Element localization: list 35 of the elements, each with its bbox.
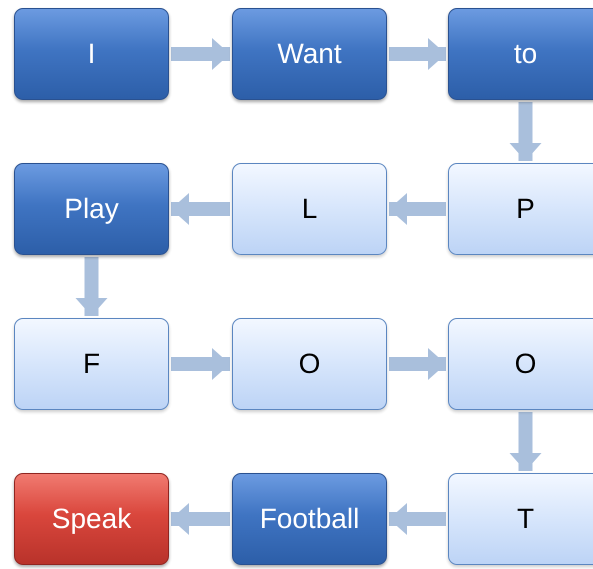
box-label: P: [516, 193, 535, 225]
box-label: Speak: [52, 503, 132, 535]
arrow: [510, 412, 542, 471]
arrow: [171, 348, 230, 380]
word-box: [448, 318, 593, 410]
word-box: [448, 473, 593, 565]
word-box: [232, 8, 387, 100]
arrow: [171, 503, 230, 535]
box-label: I: [88, 38, 96, 70]
word-box: [448, 163, 593, 255]
word-box: [14, 473, 169, 565]
word-box: [14, 318, 169, 410]
word-box: [232, 473, 387, 565]
word-box: [14, 163, 169, 255]
arrow: [510, 102, 542, 161]
arrow: [171, 38, 230, 70]
arrow: [389, 193, 446, 225]
box-label: L: [302, 193, 318, 225]
word-box: [232, 163, 387, 255]
box-label: O: [514, 348, 536, 380]
box-label: Football: [260, 503, 360, 535]
arrow: [389, 38, 446, 70]
arrow: [171, 193, 230, 225]
box-label: Play: [64, 193, 119, 225]
box-label: O: [298, 348, 320, 380]
arrow: [76, 257, 108, 316]
word-box: [232, 318, 387, 410]
word-box: [448, 8, 593, 100]
box-label: to: [514, 38, 538, 70]
arrow: [389, 348, 446, 380]
word-box: [14, 8, 169, 100]
arrow: [389, 503, 446, 535]
box-label: Want: [277, 38, 342, 70]
box-label: T: [516, 503, 534, 535]
box-label: F: [82, 348, 100, 380]
